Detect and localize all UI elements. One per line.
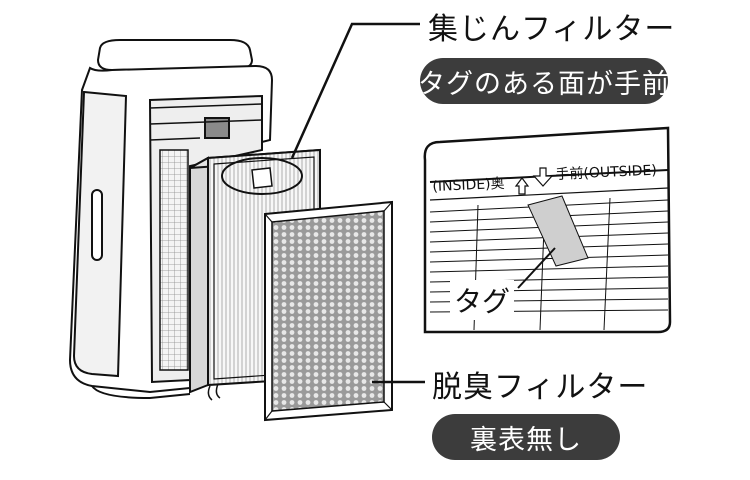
purifier-top <box>96 39 254 72</box>
tag-highlight-ellipse <box>221 157 303 195</box>
purifier-side-slot <box>91 189 103 261</box>
purifier-base <box>91 385 191 400</box>
purifier-vent <box>204 117 230 139</box>
deodorizing-filter-honeycomb <box>271 210 385 412</box>
deodorizing-filter-bevels <box>264 201 393 421</box>
dust-filter-tag <box>251 167 273 189</box>
arrow-down-icon <box>532 167 554 187</box>
deodorizing-filter-note-pill: 裏表無し <box>432 414 620 460</box>
purifier-rails <box>149 103 263 141</box>
zoom-tag <box>527 195 589 267</box>
inside-label: (INSIDE)奥 <box>432 175 505 195</box>
zoom-frame <box>423 126 672 334</box>
purifier-inner-grid <box>159 149 189 371</box>
deodorizing-filter-label: 脱臭フィルター <box>432 370 649 405</box>
purifier-unit <box>68 39 274 400</box>
dust-filter-side <box>189 156 209 394</box>
dust-filter-note-pill: タグのある面が手前 <box>418 58 669 104</box>
dust-filter-cords <box>207 383 221 401</box>
arrow-up-icon <box>514 177 530 195</box>
tag-label: タグ <box>450 280 515 320</box>
dust-filter-label: 集じんフィルター <box>428 12 676 47</box>
deodorizing-filter-illustration <box>264 200 393 422</box>
dust-filter-leader-line <box>290 22 420 159</box>
